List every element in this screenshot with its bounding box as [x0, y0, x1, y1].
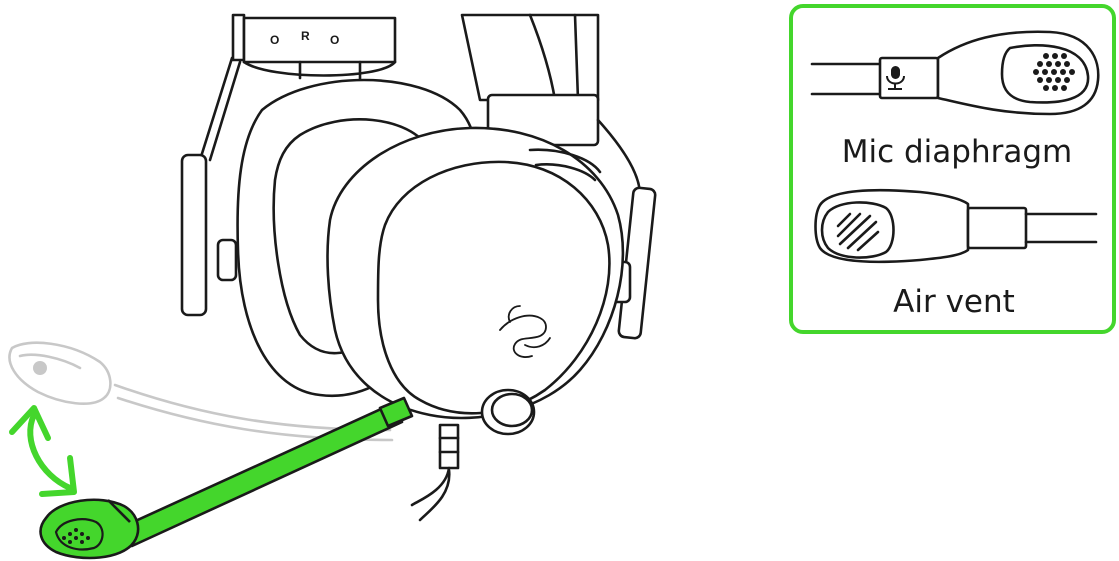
diaphragm-dot-grid	[1033, 53, 1075, 91]
mic-diaphragm-illustration	[810, 30, 1100, 116]
volume-knob	[480, 388, 536, 436]
headband-top-frame: O R O	[242, 16, 397, 82]
headband-mark-1: O	[270, 33, 279, 47]
mic-lowered-position	[39, 396, 414, 560]
headset-cable	[410, 423, 460, 522]
headband-mark-3: O	[330, 33, 339, 47]
mic-diaphragm-label: Mic diaphragm	[842, 134, 1073, 170]
microphone-icon	[886, 66, 905, 90]
air-vent-slots	[836, 212, 880, 252]
mic-detail-callout: Mic diaphragm Air vent	[789, 4, 1116, 334]
air-vent-illustration	[814, 188, 1098, 264]
left-headband-slider	[180, 13, 246, 317]
razer-snake-logo	[499, 305, 551, 358]
right-ear-cup	[326, 126, 625, 420]
headband-mark-2: R	[301, 29, 310, 43]
curved-double-arrow-icon	[9, 405, 77, 497]
mic-diaphragm-dots	[62, 528, 90, 544]
air-vent-label: Air vent	[893, 284, 1015, 320]
